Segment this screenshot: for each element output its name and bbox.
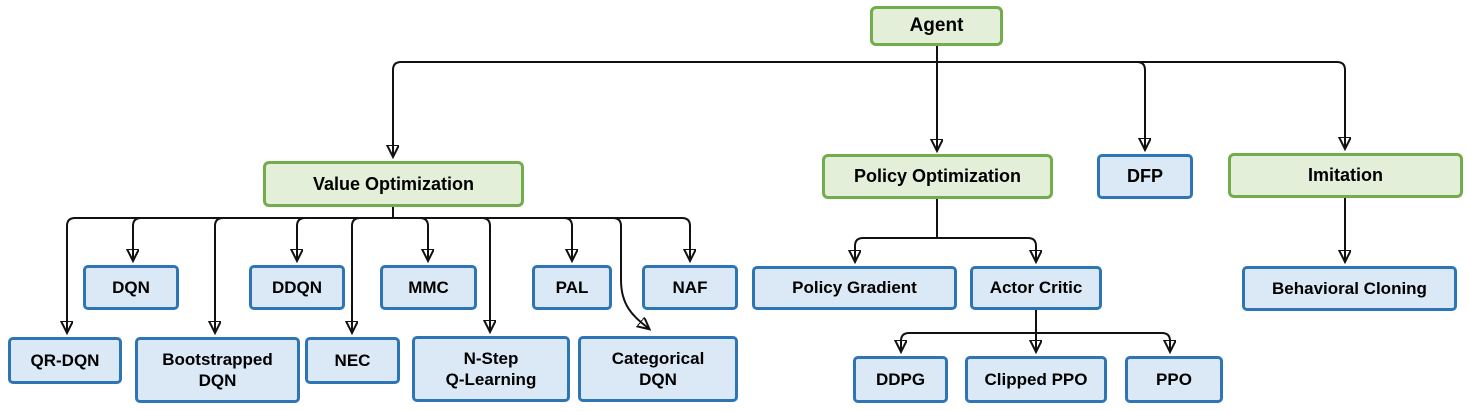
edge-agent-value-optimization — [393, 61, 937, 155]
edge-vo-qr-dqn — [67, 217, 393, 331]
node-nstep-q-learning: N-Step Q-Learning — [412, 336, 570, 402]
node-agent: Agent — [870, 6, 1003, 46]
edge-vo-pal — [393, 217, 572, 259]
node-pal: PAL — [532, 265, 612, 310]
edge-vo-naf — [393, 217, 690, 259]
edge-vo-dqn — [133, 217, 393, 259]
node-mmc: MMC — [380, 265, 477, 310]
edge-agent-imitation — [937, 61, 1345, 147]
node-policy-gradient: Policy Gradient — [752, 266, 957, 310]
node-behavioral-cloning: Behavioral Cloning — [1242, 266, 1457, 311]
node-ddqn: DDQN — [249, 265, 345, 310]
node-actor-critic: Actor Critic — [970, 266, 1102, 310]
node-dfp: DFP — [1097, 154, 1193, 199]
edge-po-actor-critic — [937, 237, 1036, 260]
node-ppo: PPO — [1125, 356, 1223, 403]
node-imitation: Imitation — [1228, 153, 1463, 198]
node-bootstrapped-dqn: Bootstrapped DQN — [135, 337, 300, 403]
node-value-optimization: Value Optimization — [263, 161, 524, 207]
node-qr-dqn: QR-DQN — [8, 337, 122, 384]
edge-vo-mmc — [393, 217, 428, 259]
edge-vo-bootstrapped-dqn — [215, 217, 393, 331]
edge-vo-nec — [352, 217, 393, 331]
edge-vo-ddqn — [297, 217, 393, 259]
node-categorical-dqn: Categorical DQN — [578, 336, 738, 402]
node-clipped-ppo: Clipped PPO — [965, 356, 1107, 403]
node-dqn: DQN — [83, 265, 179, 310]
node-ddpg: DDPG — [853, 356, 948, 403]
node-policy-optimization: Policy Optimization — [822, 154, 1053, 199]
node-nec: NEC — [305, 337, 400, 384]
edge-ac-ddpg — [901, 332, 1036, 350]
edge-agent-dfp — [937, 61, 1145, 148]
edge-ac-ppo — [1036, 332, 1170, 350]
node-naf: NAF — [642, 265, 738, 310]
edge-po-policy-gradient — [855, 237, 937, 260]
